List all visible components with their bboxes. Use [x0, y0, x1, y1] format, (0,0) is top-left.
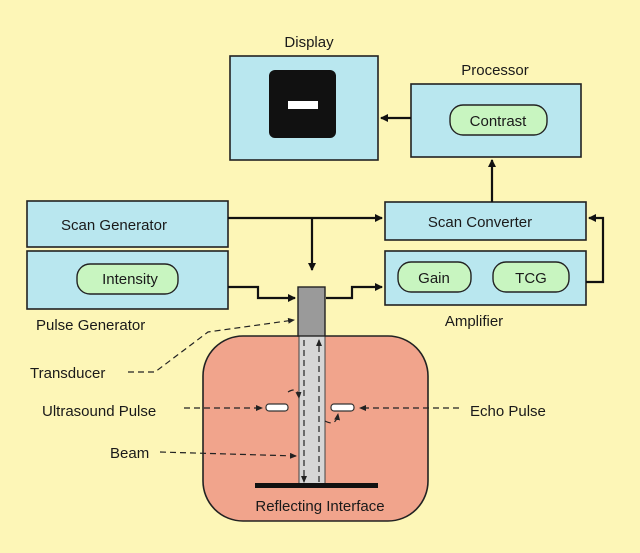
- beam-leader: [159, 451, 297, 459]
- display-label: Display: [284, 34, 334, 51]
- scan-converter-label: Scan Converter: [428, 214, 532, 231]
- ultrasound-beam: [298, 335, 326, 485]
- transducer-to-amplifier-arrow: [326, 283, 383, 300]
- pulse-travel-curve: [287, 389, 302, 399]
- echo-travel-curve: [324, 413, 341, 424]
- intensity-control: [76, 263, 179, 295]
- contrast-control: [449, 104, 548, 136]
- reflecting-interface-label: Reflecting Interface: [255, 498, 384, 515]
- contrast-label: Contrast: [470, 113, 528, 130]
- gain-label: Gain: [418, 270, 450, 287]
- transducer-label: Transducer: [30, 365, 105, 382]
- tcg-label: TCG: [515, 270, 547, 287]
- scan-generator-box: [26, 200, 229, 248]
- intensity-label: Intensity: [102, 271, 158, 288]
- scan-converter-box: [384, 201, 587, 241]
- display-echo-mark: [288, 101, 318, 109]
- processor-box: [410, 83, 582, 158]
- echo-pulse: [330, 403, 355, 412]
- ultrasound-pulse-label: Ultrasound Pulse: [42, 403, 156, 420]
- amplifier-to-converter-arrow: [586, 214, 605, 284]
- reflecting-interface: [255, 483, 378, 488]
- amplifier-label: Amplifier: [445, 313, 503, 330]
- echo-pulse-label: Echo Pulse: [470, 403, 546, 420]
- tcg-control: [492, 261, 570, 293]
- pulse-generator-label: Pulse Generator: [36, 317, 145, 334]
- transducer: [297, 286, 326, 337]
- beam-label: Beam: [110, 445, 149, 462]
- gain-control: [397, 261, 472, 293]
- pulse-generator-to-transducer-arrow: [228, 285, 296, 302]
- transducer-leader: [128, 317, 295, 373]
- ultrasound-pulse: [265, 403, 289, 412]
- scan-generator-label: Scan Generator: [61, 217, 167, 234]
- processor-label: Processor: [461, 62, 529, 79]
